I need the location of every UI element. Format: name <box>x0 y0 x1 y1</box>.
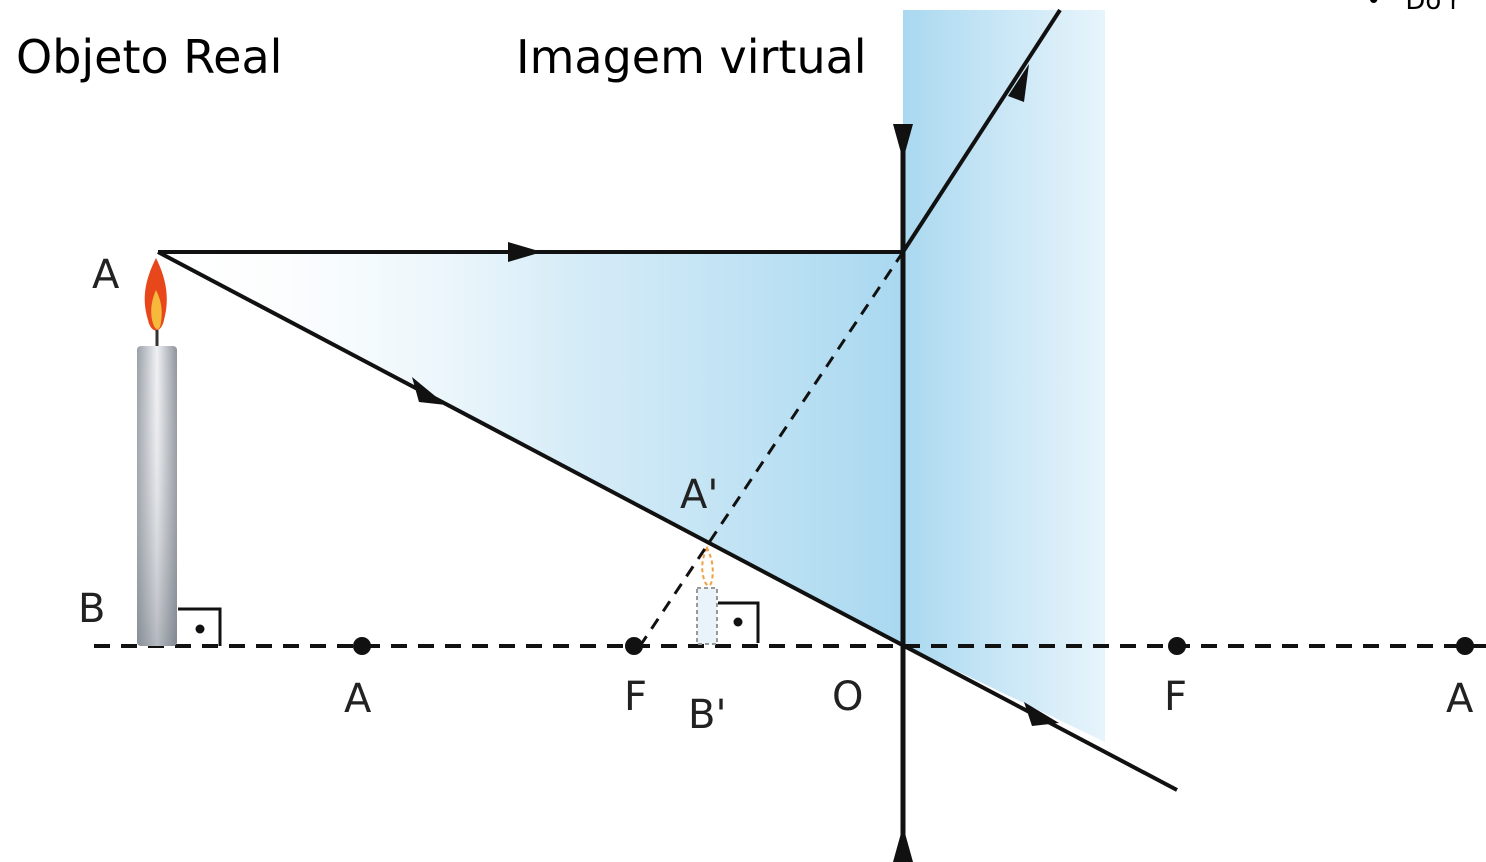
bullet-marker: • <box>1366 0 1382 16</box>
ray-virtual-extension <box>638 251 905 647</box>
axis-label-antiprincipal-left: A <box>344 676 372 722</box>
virtual-image-icon <box>696 545 718 645</box>
object-top-label: A <box>92 252 120 298</box>
right-angle-marker-image <box>718 601 760 643</box>
ray-refracted-arrow <box>1008 64 1029 102</box>
ray-central-arrow-2 <box>1024 702 1059 726</box>
axis-point-antiprincipal-right <box>1456 637 1474 655</box>
ray-parallel-refracted <box>901 8 1062 254</box>
axis-point-focus-right <box>1168 637 1186 655</box>
optical-center-label: O <box>832 674 863 720</box>
ray-central <box>157 250 1178 792</box>
axis-point-antiprincipal-left <box>353 637 371 655</box>
object-title: Objeto Real <box>16 30 283 84</box>
axis-point-focus-left <box>625 637 643 655</box>
diverging-lens-icon <box>893 124 913 862</box>
bullet-fragment: • Do r <box>1366 0 1460 16</box>
axis-label-focus-left: F <box>624 674 647 720</box>
image-top-label: A' <box>680 472 718 518</box>
object-base-label: B <box>78 586 105 632</box>
image-title: Imagem virtual <box>516 30 867 84</box>
axis-label-focus-right: F <box>1164 674 1187 720</box>
bullet-text: Do r <box>1405 0 1461 16</box>
image-base-label: B' <box>688 692 726 738</box>
beam-shade-right <box>903 10 1105 742</box>
ray-parallel-arrow <box>508 242 542 262</box>
ray-central-arrow-1 <box>412 377 446 405</box>
right-angle-marker-object <box>178 607 222 646</box>
candle-icon <box>137 258 177 646</box>
axis-label-antiprincipal-right: A <box>1446 676 1474 722</box>
